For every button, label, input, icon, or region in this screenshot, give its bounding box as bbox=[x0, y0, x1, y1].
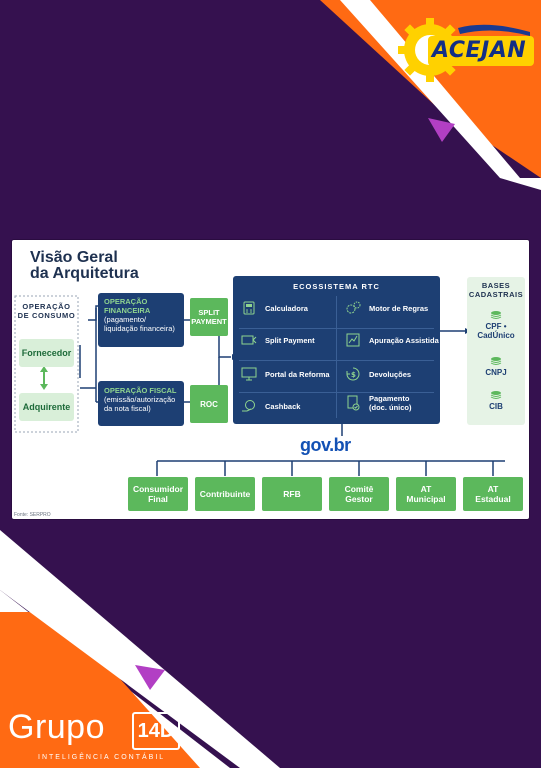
database-icon bbox=[490, 391, 502, 399]
fornecedor-box: Fornecedor bbox=[19, 339, 74, 367]
architecture-diagram: Visão Geral da Arquitetura OPERAÇÃO DE C… bbox=[12, 240, 529, 519]
database-icon bbox=[490, 357, 502, 365]
split-icon bbox=[241, 332, 257, 348]
orange-corner-bottom bbox=[0, 612, 200, 768]
gear-logo-icon bbox=[398, 18, 534, 82]
calculator-icon bbox=[241, 300, 257, 316]
consumo-heading: OPERAÇÃO DE CONSUMO bbox=[17, 302, 76, 320]
roc-box: ROC bbox=[190, 385, 228, 423]
refund-icon: $ bbox=[345, 366, 361, 382]
entity-contribuinte: Contribuinte bbox=[195, 477, 255, 511]
purple-triangle-bottom bbox=[135, 665, 165, 690]
grupo-logo-word: Grupo bbox=[8, 708, 105, 746]
ecossistema-rtc-panel: ECOSSISTEMA RTC Calculadora Motor de Reg… bbox=[233, 276, 440, 424]
white-stripe-bottom bbox=[0, 530, 280, 768]
entity-rfb: RFB bbox=[262, 477, 322, 511]
eco-item-split-payment: Split Payment bbox=[241, 332, 315, 348]
eco-item-devolucoes: $ Devoluções bbox=[345, 366, 411, 382]
base-item-cnpj: CNPJ bbox=[467, 356, 525, 377]
ecossistema-divider bbox=[336, 296, 337, 418]
bases-heading: BASES CADASTRAIS bbox=[468, 281, 524, 299]
grupo-logo-badge: 14D bbox=[132, 712, 180, 750]
split-payment-box: SPLIT PAYMENT bbox=[190, 298, 228, 336]
eco-item-calculadora: Calculadora bbox=[241, 300, 308, 316]
connector-lines bbox=[14, 295, 505, 476]
operacao-fiscal-box: OPERAÇÃO FISCAL (emissão/autorização da … bbox=[98, 381, 184, 426]
base-item-cpf: CPF • CadÚnico bbox=[467, 310, 525, 340]
operacao-financeira-box: OPERAÇÃO FINANCEIRA (pagamento/ liquidaç… bbox=[98, 293, 184, 347]
acejan-logo-text: ACEJAN bbox=[432, 38, 527, 63]
eco-item-motor-de-regras: Motor de Regras bbox=[345, 300, 428, 316]
grupo-logo-tagline: INTELIGÊNCIA CONTÁBIL bbox=[38, 754, 166, 761]
white-stripe-top bbox=[340, 0, 541, 190]
document-check-icon bbox=[345, 395, 361, 411]
acejan-logo: ACEJAN bbox=[398, 18, 538, 82]
eco-item-apuracao-assistida: Apuração Assistida bbox=[345, 332, 439, 348]
eco-item-portal-da-reforma: Portal da Reforma bbox=[241, 366, 330, 382]
eco-item-pagamento: Pagamento (doc. único) bbox=[345, 394, 412, 412]
svg-text:$: $ bbox=[351, 371, 356, 379]
cashback-icon bbox=[241, 398, 257, 414]
diagram-title-line2: da Arquitetura bbox=[30, 265, 139, 282]
eco-item-cashback: Cashback bbox=[241, 398, 300, 414]
ecossistema-heading: ECOSSISTEMA RTC bbox=[293, 282, 380, 291]
adquirente-box: Adquirente bbox=[19, 393, 74, 421]
source-note: Fonte: SERPRO bbox=[14, 512, 51, 518]
base-item-cib: CIB bbox=[467, 390, 525, 411]
monitor-icon bbox=[241, 366, 257, 382]
govbr-logo: gov.br bbox=[300, 435, 351, 455]
grupo-14d-logo: Grupo 14D INTELIGÊNCIA CONTÁBIL bbox=[8, 708, 180, 761]
database-icon bbox=[490, 311, 502, 319]
diagram-title-line1: Visão Geral bbox=[30, 249, 118, 266]
gears-icon bbox=[345, 300, 361, 316]
purple-triangle-top bbox=[428, 118, 455, 142]
bases-cadastrais-panel: BASES CADASTRAIS CPF • CadÚnico CNPJ CIB bbox=[467, 277, 525, 425]
chart-icon bbox=[345, 332, 361, 348]
